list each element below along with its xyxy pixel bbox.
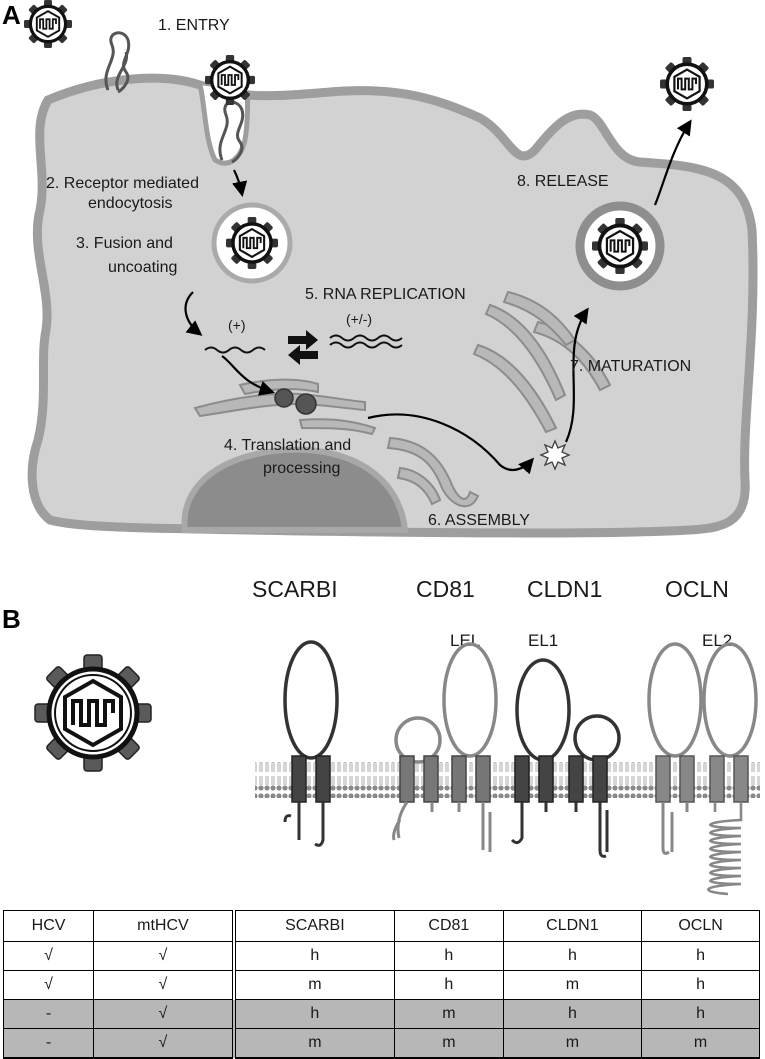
hcv-lifecycle-figure: A bbox=[2, 0, 760, 896]
protein-cldn1-label: CLDN1 bbox=[527, 576, 602, 602]
table-cell: h bbox=[641, 941, 760, 971]
table-cell: m bbox=[641, 1028, 760, 1059]
cd81-protein bbox=[392, 642, 498, 852]
step-translation-label-1: 4. Translation and bbox=[224, 437, 351, 454]
receptor-compatibility-table: HCV mtHCV SCARBI CD81 CLDN1 OCLN √ √ h h… bbox=[2, 910, 760, 1059]
table-cell: √ bbox=[93, 999, 235, 1029]
loop-el1-label: EL1 bbox=[528, 631, 558, 650]
virus-endosome-icon bbox=[226, 217, 278, 269]
rna-plusminus-strands bbox=[329, 334, 403, 349]
table-cell: √ bbox=[2, 970, 95, 1000]
arrow-translation bbox=[221, 355, 275, 396]
table-cell: m bbox=[231, 1028, 396, 1059]
virus-vesicle-icon bbox=[592, 218, 648, 274]
table-cell: h bbox=[231, 999, 396, 1029]
table-row: √ √ h h h h bbox=[2, 941, 760, 971]
table-cell: h bbox=[394, 941, 504, 971]
arrow-uncoating bbox=[184, 291, 203, 336]
col-header-mthcv: mtHCV bbox=[93, 910, 235, 942]
cldn1-protein bbox=[510, 658, 621, 858]
table-cell: √ bbox=[93, 1028, 235, 1059]
table-cell: h bbox=[394, 970, 504, 1000]
lipid-bilayer bbox=[255, 762, 760, 798]
table-cell: h bbox=[641, 970, 760, 1000]
table-cell: m bbox=[502, 970, 643, 1000]
step-endocytosis-label-1: 2. Receptor mediated bbox=[46, 175, 199, 192]
table-row: - √ h m h h bbox=[2, 999, 760, 1029]
protein-cd81-label: CD81 bbox=[416, 576, 475, 602]
cell-body bbox=[27, 73, 758, 538]
panel-a-label: A bbox=[2, 0, 21, 30]
golgi-stack bbox=[386, 290, 612, 508]
table-cell: m bbox=[502, 1028, 643, 1059]
col-header-hcv: HCV bbox=[2, 910, 95, 942]
step-entry-label: 1. ENTRY bbox=[158, 17, 230, 34]
table-cell: h bbox=[502, 999, 643, 1029]
table-row: - √ m m m m bbox=[2, 1028, 760, 1059]
ribosomes bbox=[274, 388, 317, 415]
table-header-row: HCV mtHCV SCARBI CD81 CLDN1 OCLN bbox=[2, 910, 760, 942]
step-endocytosis-label-2: endocytosis bbox=[88, 195, 173, 212]
table-cell: m bbox=[231, 970, 396, 1000]
table-cell: m bbox=[394, 1028, 504, 1059]
col-header-cldn1: CLDN1 bbox=[502, 910, 643, 942]
step-replication-label: 5. RNA REPLICATION bbox=[305, 286, 466, 303]
protein-scarbi-label: SCARBI bbox=[252, 576, 338, 602]
ocln-protein bbox=[647, 642, 758, 896]
virus-entry-icon bbox=[24, 0, 72, 48]
table-cell: h bbox=[641, 999, 760, 1029]
step-translation-label-2: processing bbox=[263, 460, 340, 477]
table-cell: √ bbox=[93, 941, 235, 971]
table-cell: h bbox=[231, 941, 396, 971]
table-cell: - bbox=[2, 1028, 95, 1059]
strand-plusminus-label: (+/-) bbox=[346, 311, 372, 327]
hcv-particle-icon bbox=[34, 654, 152, 772]
step-release-label: 8. RELEASE bbox=[517, 173, 609, 190]
step-assembly-label: 6. ASSEMBLY bbox=[428, 512, 530, 529]
virus-released-icon bbox=[660, 57, 714, 111]
receptor-outside bbox=[104, 31, 131, 94]
table-cell: √ bbox=[93, 970, 235, 1000]
rna-plus-strand bbox=[204, 346, 266, 354]
replication-arrows bbox=[288, 330, 318, 365]
receptor-pit bbox=[218, 100, 245, 164]
arrow-endocytosis bbox=[232, 169, 248, 198]
virus-pit-icon bbox=[205, 55, 255, 105]
arrow-maturation bbox=[564, 307, 589, 443]
col-header-cd81: CD81 bbox=[394, 910, 504, 942]
step-fusion-label-1: 3. Fusion and bbox=[76, 235, 173, 252]
col-header-scarbi: SCARBI bbox=[231, 910, 396, 942]
nucleus bbox=[181, 446, 409, 533]
step-maturation-label: 7. MATURATION bbox=[570, 358, 691, 375]
strand-plus-label: (+) bbox=[228, 317, 246, 333]
arrow-release bbox=[653, 119, 692, 206]
protein-ocln-label: OCLN bbox=[665, 576, 729, 602]
loop-el2-label: EL2 bbox=[702, 631, 732, 650]
col-header-ocln: OCLN bbox=[641, 910, 760, 942]
arrow-assembly bbox=[367, 413, 535, 475]
assembly-site-icon bbox=[539, 439, 571, 471]
table-cell: h bbox=[502, 941, 643, 971]
table-row: √ √ m h m h bbox=[2, 970, 760, 1000]
step-fusion-label-2: uncoating bbox=[108, 259, 177, 276]
table-cell: m bbox=[394, 999, 504, 1029]
table-cell: - bbox=[2, 999, 95, 1029]
table-cell: √ bbox=[2, 941, 95, 971]
panel-b-label: B bbox=[2, 604, 21, 634]
scarbi-protein bbox=[283, 640, 339, 847]
